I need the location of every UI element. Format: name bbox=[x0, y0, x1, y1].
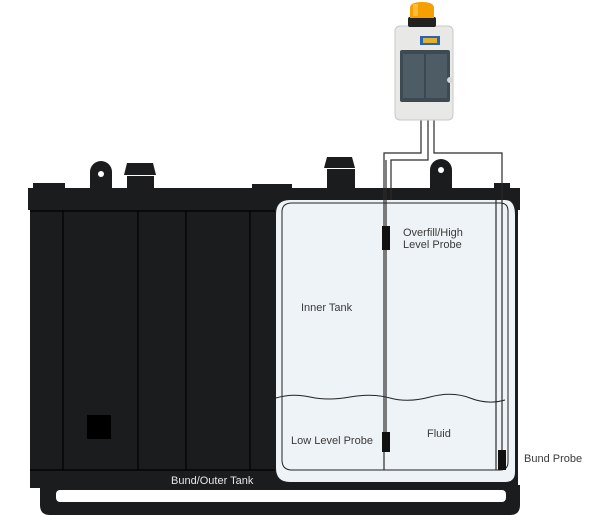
fluid-surface bbox=[275, 393, 506, 403]
inner-tank-label: Inner Tank bbox=[301, 302, 353, 314]
overfill-probe-label-line2: Level Probe bbox=[403, 239, 462, 251]
vent-cap-left bbox=[124, 163, 156, 175]
bund-outer-tank-label: Bund/Outer Tank bbox=[171, 475, 254, 487]
bund-probe-label: Bund Probe bbox=[524, 453, 583, 465]
fluid-label: Fluid bbox=[427, 428, 451, 440]
drain-port bbox=[87, 415, 111, 439]
control-panel bbox=[394, 25, 454, 121]
lifting-lug-left bbox=[90, 161, 112, 215]
lifting-lug-right bbox=[430, 159, 452, 189]
vent-cap-right bbox=[324, 157, 355, 168]
overfill-probe bbox=[382, 226, 390, 250]
bund-probe bbox=[498, 450, 506, 470]
overfill-probe-label-line1: Overfill/High bbox=[403, 227, 463, 239]
low-level-probe-label: Low Level Probe bbox=[291, 435, 373, 447]
alarm-beacon bbox=[408, 2, 436, 27]
inner-tank-cavity bbox=[276, 200, 515, 482]
low-level-probe bbox=[382, 432, 390, 452]
